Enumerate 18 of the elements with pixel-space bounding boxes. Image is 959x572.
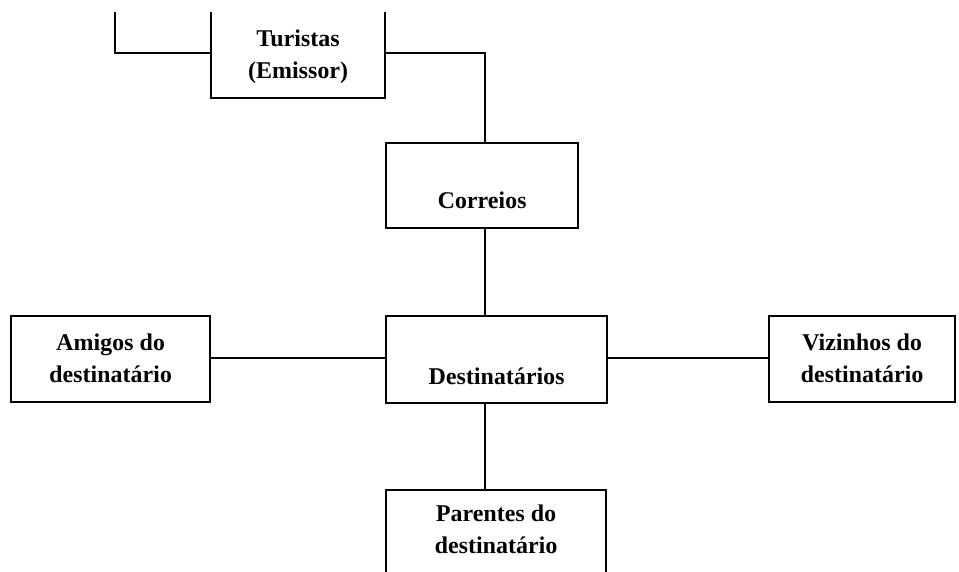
connector-line (114, 12, 210, 54)
connector-line (386, 52, 486, 142)
box-label: Parentes do destinatário (434, 500, 558, 561)
process-box (385, 142, 579, 229)
process-box (385, 489, 607, 572)
connector-line (608, 357, 768, 359)
box-label: Correios (438, 186, 526, 216)
process-box (210, 12, 386, 99)
connector-line (484, 404, 486, 489)
process-box (10, 315, 211, 403)
box-label: Turistas (Emissor) (247, 24, 349, 86)
process-box (385, 315, 608, 404)
box-label: Destinatários (428, 362, 564, 392)
connector-line (211, 357, 385, 359)
process-box (768, 315, 956, 403)
connector-line (484, 229, 486, 315)
box-label: Vizinhos do destinatário (800, 329, 924, 390)
box-label: Amigos do destinatário (48, 329, 173, 390)
